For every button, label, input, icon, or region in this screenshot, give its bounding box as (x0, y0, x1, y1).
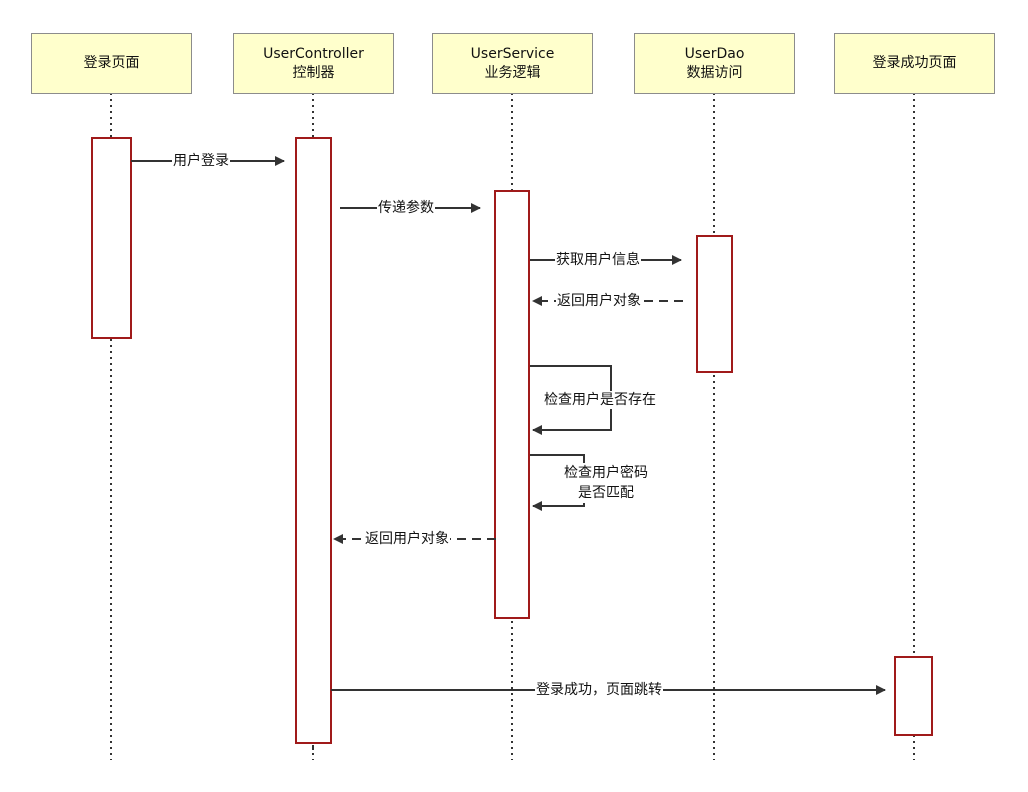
label-user-login: 用户登录 (172, 152, 230, 170)
participant-user-service-line2: 业务逻辑 (484, 64, 541, 81)
activation-success-page (894, 656, 933, 736)
activation-login-page (91, 137, 132, 339)
label-return-user-obj-service: 返回用户对象 (364, 530, 450, 548)
participant-user-dao-line2: 数据访问 (686, 64, 743, 81)
label-check-password: 检查用户密码 是否匹配 (563, 463, 649, 503)
participant-user-controller-line2: 控制器 (292, 64, 335, 81)
participant-user-service: UserService 业务逻辑 (432, 33, 593, 94)
label-check-password-line2: 是否匹配 (578, 485, 634, 501)
label-return-user-obj-dao: 返回用户对象 (556, 292, 642, 310)
participant-user-controller-line1: UserController (263, 45, 364, 62)
label-check-user-exists: 检查用户是否存在 (543, 391, 657, 409)
participant-user-controller: UserController 控制器 (233, 33, 394, 94)
activation-user-service (494, 190, 530, 619)
participant-user-dao: UserDao 数据访问 (634, 33, 795, 94)
label-pass-params: 传递参数 (377, 199, 435, 217)
participant-user-service-line1: UserService (470, 45, 555, 62)
participant-success-page-line1: 登录成功页面 (872, 55, 957, 71)
participant-user-dao-line1: UserDao (684, 45, 745, 62)
activation-user-dao (696, 235, 733, 373)
label-check-password-line1: 检查用户密码 (564, 465, 648, 481)
participant-success-page: 登录成功页面 (834, 33, 995, 94)
participant-login-page-line1: 登录页面 (83, 55, 140, 71)
activation-user-controller (295, 137, 332, 744)
label-login-success-redirect: 登录成功，页面跳转 (535, 681, 663, 699)
participant-login-page: 登录页面 (31, 33, 192, 94)
label-get-user-info: 获取用户信息 (555, 251, 641, 269)
